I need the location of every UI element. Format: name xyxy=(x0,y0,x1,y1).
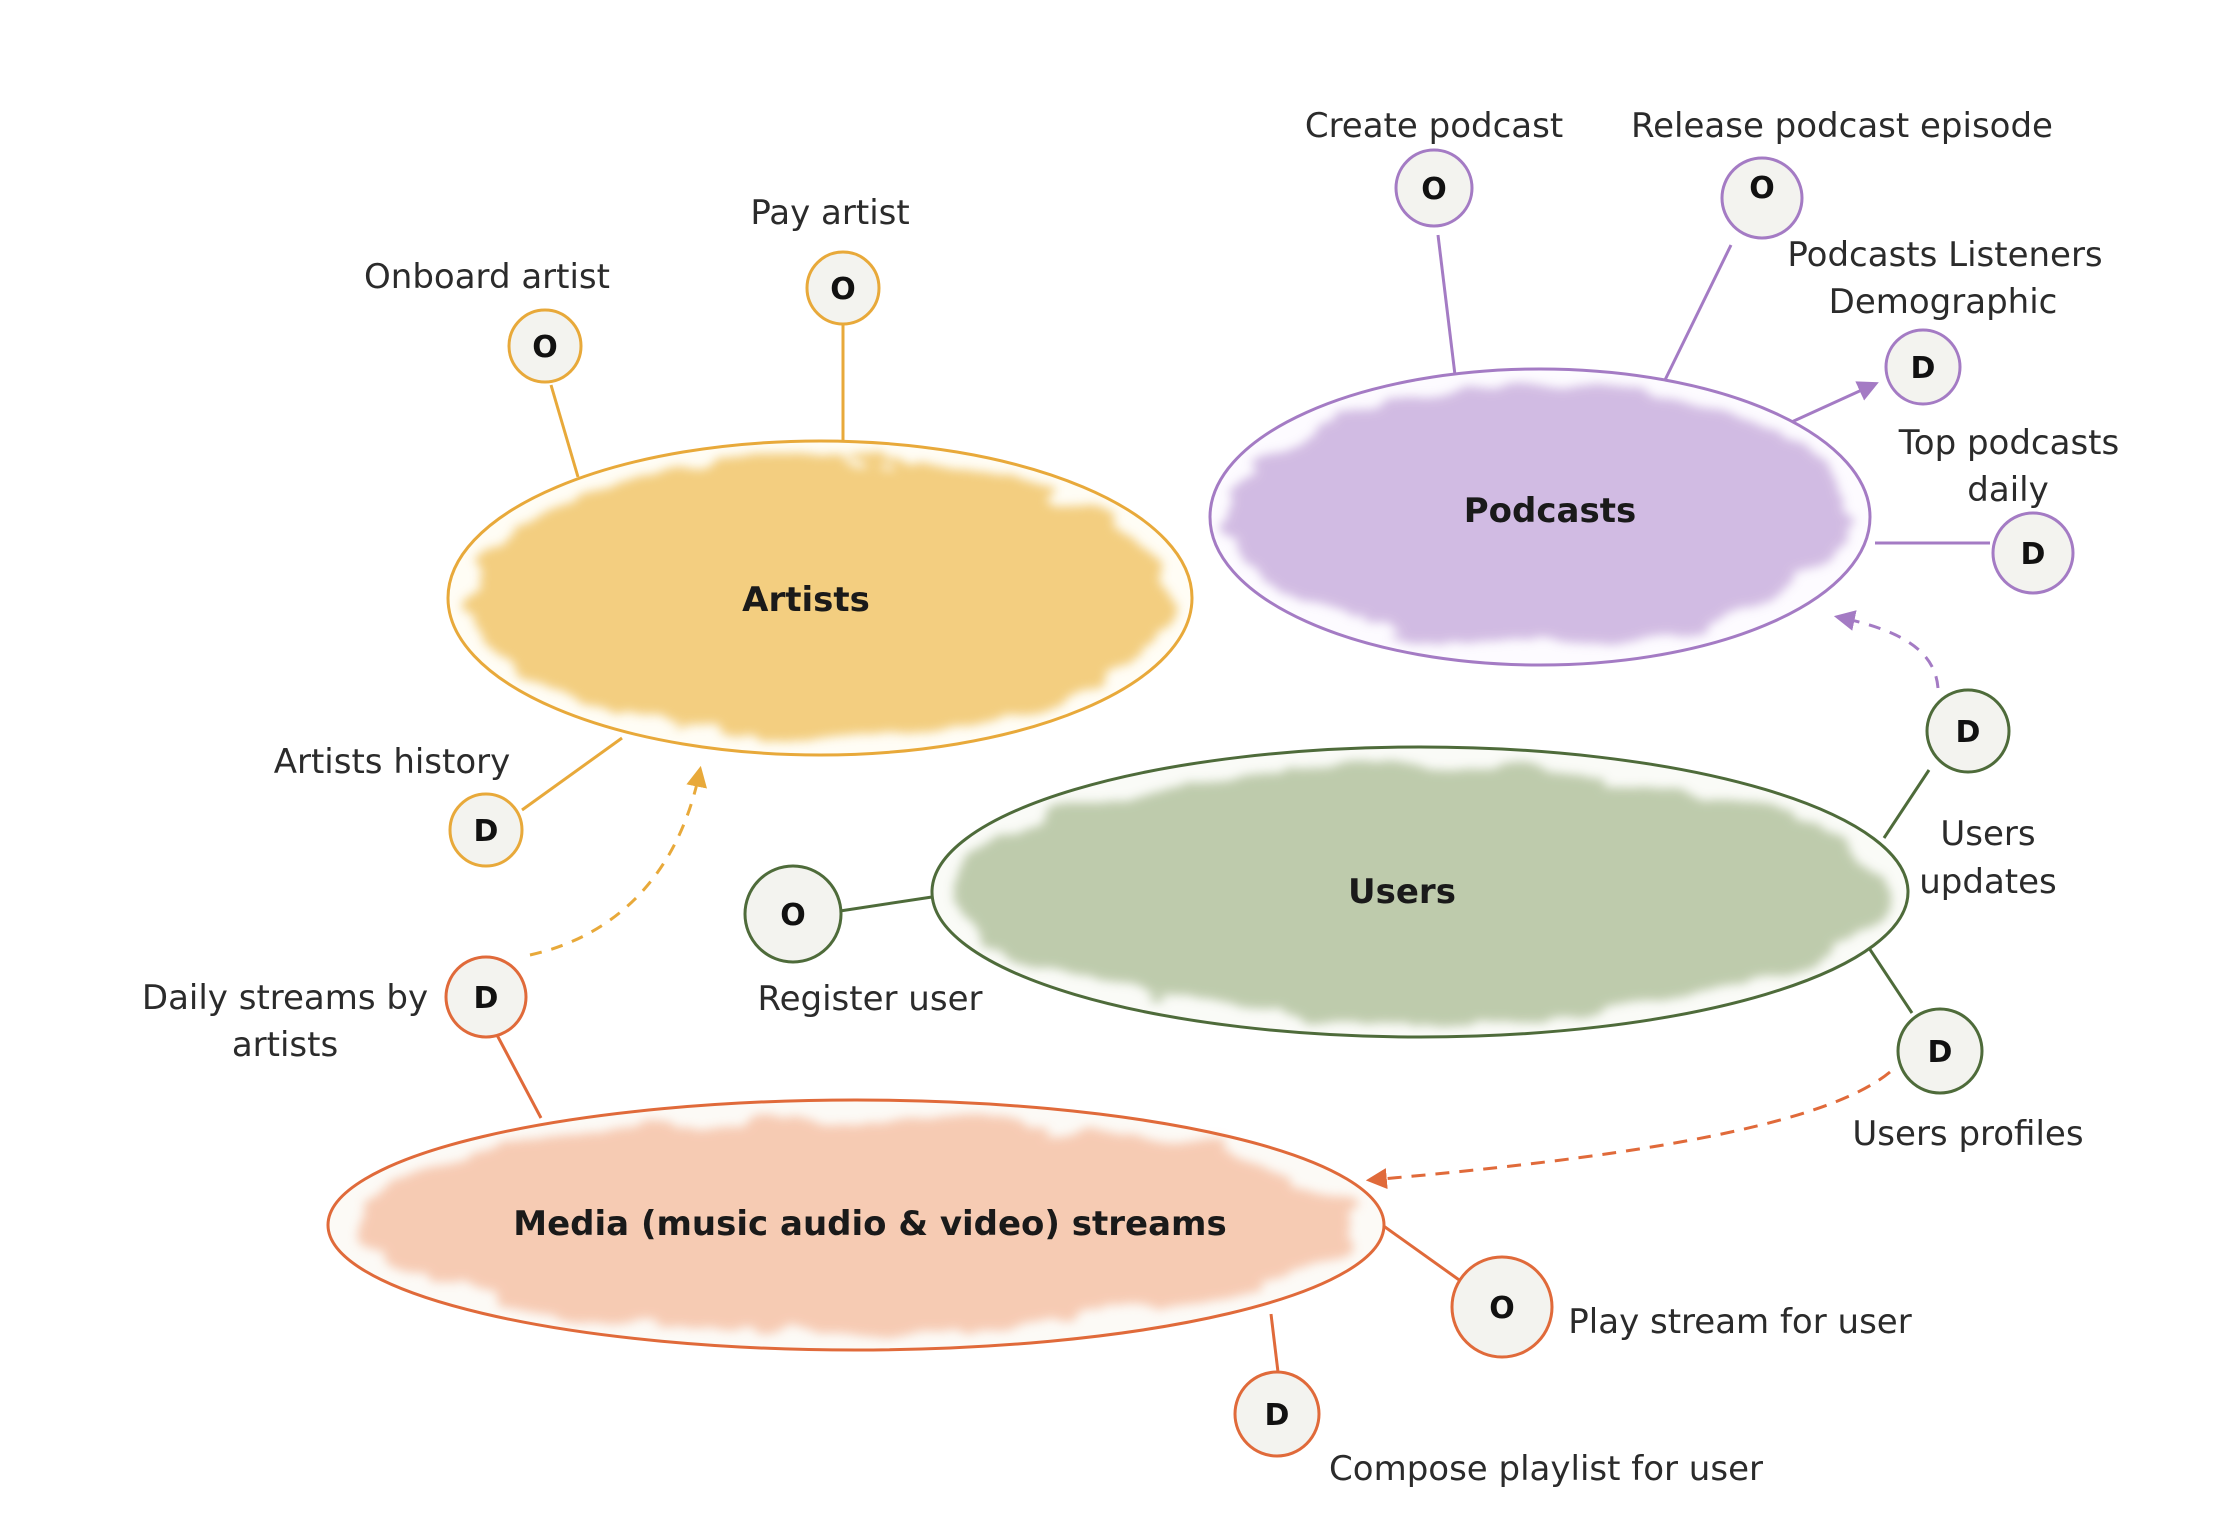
node-top-podcasts-daily[interactable]: D Top podcasts daily xyxy=(1898,423,2119,595)
node-daily-streams-by-artists-badge: D xyxy=(474,981,499,1016)
node-podcasts-listeners-demographic-label-line2: Demographic xyxy=(1829,282,2058,322)
connectors xyxy=(495,234,1990,1373)
node-release-podcast-episode-badge: O xyxy=(1749,171,1775,206)
node-onboard-artist-label: Onboard artist xyxy=(364,257,610,297)
node-users-profiles-label: Users profiles xyxy=(1852,1114,2083,1154)
node-register-user[interactable]: O Register user xyxy=(743,864,983,1019)
domain-media-streams-label: Media (music audio & video) streams xyxy=(513,1204,1226,1244)
domain-media-streams[interactable]: Media (music audio & video) streams xyxy=(326,1098,1386,1352)
node-users-updates-badge: D xyxy=(1956,715,1981,750)
connector-podcasts-listeners-demographic xyxy=(1784,381,1879,427)
node-artists-history-label: Artists history xyxy=(274,742,511,782)
node-daily-streams-by-artists-label-line2: artists xyxy=(232,1025,338,1065)
node-top-podcasts-daily-label-line1: Top podcasts xyxy=(1898,423,2119,463)
domain-artists[interactable]: Artists xyxy=(446,439,1194,757)
node-podcasts-listeners-demographic-badge: D xyxy=(1911,351,1936,386)
node-pay-artist-badge: O xyxy=(830,272,856,307)
node-podcasts-listeners-demographic[interactable]: D Podcasts Listeners Demographic xyxy=(1787,235,2103,406)
connector-users-profiles xyxy=(1865,944,1914,1014)
node-podcasts-listeners-demographic-label-line1: Podcasts Listeners xyxy=(1787,235,2102,275)
connector-register-user xyxy=(839,895,933,913)
domain-artists-label: Artists xyxy=(742,580,870,620)
node-users-profiles-badge: D xyxy=(1928,1035,1953,1070)
node-play-stream-for-user-badge: O xyxy=(1489,1291,1515,1326)
node-daily-streams-by-artists[interactable]: D Daily streams by artists xyxy=(142,955,528,1065)
node-create-podcast-badge: O xyxy=(1421,172,1447,207)
node-compose-playlist-for-user-label: Compose playlist for user xyxy=(1329,1449,1763,1489)
node-daily-streams-by-artists-label-line1: Daily streams by xyxy=(142,978,428,1018)
dependency-arrow-users-profiles-to-media xyxy=(1365,1070,1891,1190)
connector-users-updates xyxy=(1882,769,1931,839)
node-users-profiles[interactable]: D Users profiles xyxy=(1852,1007,2084,1154)
connector-create-podcast xyxy=(1436,234,1457,376)
connector-compose-playlist-for-user xyxy=(1269,1313,1280,1373)
node-play-stream-for-user-label: Play stream for user xyxy=(1568,1302,1911,1342)
node-top-podcasts-daily-label-line2: daily xyxy=(1967,470,2048,510)
node-release-podcast-episode[interactable]: O Release podcast episode xyxy=(1631,106,2053,240)
node-create-podcast[interactable]: O Create podcast xyxy=(1305,106,1563,228)
dependency-arrow-users-updates-to-podcasts xyxy=(1833,610,1940,689)
connector-onboard-artist xyxy=(549,384,580,478)
node-pay-artist-label: Pay artist xyxy=(750,193,909,233)
node-users-updates-label-line2: updates xyxy=(1919,862,2057,902)
domain-podcasts-label: Podcasts xyxy=(1464,491,1636,531)
dependency-arrow-streams-to-artists xyxy=(529,765,707,957)
connector-daily-streams-by-artists xyxy=(495,1034,543,1119)
node-users-updates-label-line1: Users xyxy=(1940,814,2035,854)
node-users-updates[interactable]: D Users updates xyxy=(1919,688,2057,902)
connector-release-podcast-episode xyxy=(1663,244,1733,381)
node-register-user-badge: O xyxy=(780,898,806,933)
node-compose-playlist-for-user-badge: D xyxy=(1265,1398,1290,1433)
node-create-podcast-label: Create podcast xyxy=(1305,106,1563,146)
domain-users-label: Users xyxy=(1348,872,1456,912)
domain-podcasts[interactable]: Podcasts xyxy=(1208,367,1872,667)
node-compose-playlist-for-user[interactable]: D Compose playlist for user xyxy=(1233,1370,1763,1489)
node-pay-artist[interactable]: O Pay artist xyxy=(750,193,910,326)
node-artists-history-badge: D xyxy=(474,814,499,849)
connector-artists-history xyxy=(521,736,623,812)
domain-users[interactable]: Users xyxy=(930,745,1910,1039)
node-onboard-artist[interactable]: O Onboard artist xyxy=(364,257,610,384)
node-onboard-artist-badge: O xyxy=(532,330,558,365)
node-release-podcast-episode-label: Release podcast episode xyxy=(1631,106,2053,146)
node-play-stream-for-user[interactable]: O Play stream for user xyxy=(1450,1255,1912,1359)
node-register-user-label: Register user xyxy=(758,979,983,1019)
node-artists-history[interactable]: D Artists history xyxy=(274,742,524,868)
connector-play-stream-for-user xyxy=(1377,1220,1463,1284)
node-top-podcasts-daily-badge: D xyxy=(2021,537,2046,572)
